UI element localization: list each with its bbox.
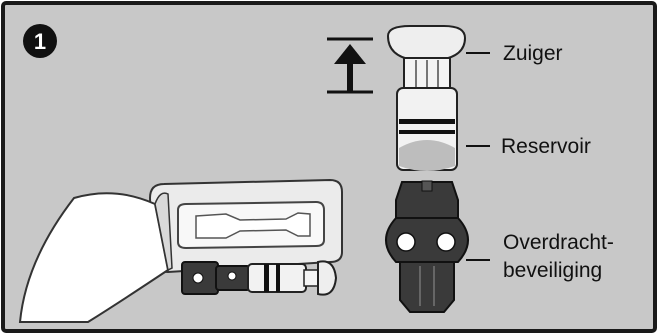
plunger-thumb-pad — [388, 26, 465, 60]
transfer-guard-label-line1: Overdracht- — [503, 231, 614, 254]
reservoir-shading — [399, 140, 455, 171]
transfer-guard-hole — [437, 233, 455, 251]
reservoir-band — [399, 130, 455, 134]
device-reservoir-band — [264, 264, 269, 292]
device-plunger-rod — [304, 270, 318, 286]
plunger-label: Zuiger — [503, 42, 563, 65]
transfer-guard-notch — [422, 181, 432, 191]
transfer-guard-base — [400, 262, 454, 312]
reservoir-label: Reservoir — [501, 135, 591, 158]
device-guard-hole — [228, 272, 236, 280]
transfer-guard-hole — [397, 233, 415, 251]
step-badge: 1 — [23, 24, 57, 58]
step-number: 1 — [34, 29, 46, 54]
device-reservoir-band — [276, 264, 280, 292]
reservoir-band — [399, 119, 455, 124]
device-guard-hole — [193, 273, 203, 283]
transfer-guard-label-line2: beveiliging — [503, 259, 602, 282]
reservoir-illustration — [397, 88, 457, 171]
device-plunger-pad — [318, 261, 336, 294]
